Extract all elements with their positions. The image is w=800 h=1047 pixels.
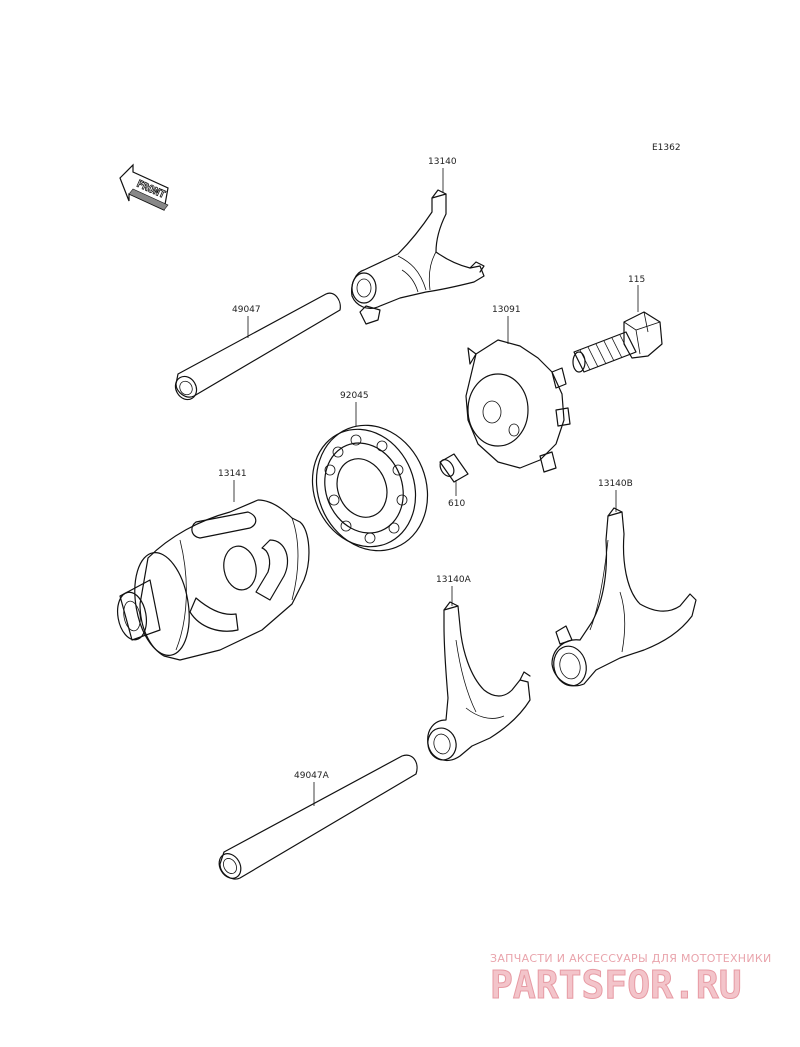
watermark: ЗАПЧАСТИ И АКСЕССУАРЫ ДЛЯ МОТОТЕХНИКИ PA…	[490, 952, 772, 1008]
part-label-115: 115	[628, 275, 645, 285]
part-label-610: 610	[448, 499, 465, 509]
bearing-rollers	[324, 434, 408, 544]
part-label-92045: 92045	[340, 391, 369, 401]
diagram-code: E1362	[652, 143, 681, 153]
watermark-brand: PARTSFOR.RU	[490, 963, 742, 1007]
bolt-115: 115	[572, 275, 663, 373]
part-label-13091: 13091	[492, 305, 521, 315]
part-label-13141: 13141	[218, 469, 247, 479]
part-label-13140: 13140	[428, 157, 457, 167]
watermark-tagline: ЗАПЧАСТИ И АКСЕССУАРЫ ДЛЯ МОТОТЕХНИКИ	[490, 952, 772, 965]
shift-fork-13140: 13140	[351, 157, 485, 325]
shift-fork-13140A: 13140A	[427, 575, 531, 761]
front-arrow-icon: FRONT	[119, 163, 169, 211]
bearing-92045: 92045	[311, 391, 429, 552]
shift-drum-13141: 13141	[116, 469, 310, 661]
pin-610: 610	[439, 453, 469, 509]
shaft-49047: 49047	[174, 292, 341, 401]
holder-13091: 13091	[465, 305, 571, 473]
part-label-49047A: 49047A	[294, 771, 330, 781]
shaft-49047A: 49047A	[218, 754, 418, 880]
part-label-49047: 49047	[232, 305, 261, 315]
shift-fork-13140B: 13140B	[551, 479, 697, 687]
part-label-13140B: 13140B	[598, 479, 633, 489]
part-label-13140A: 13140A	[436, 575, 472, 585]
